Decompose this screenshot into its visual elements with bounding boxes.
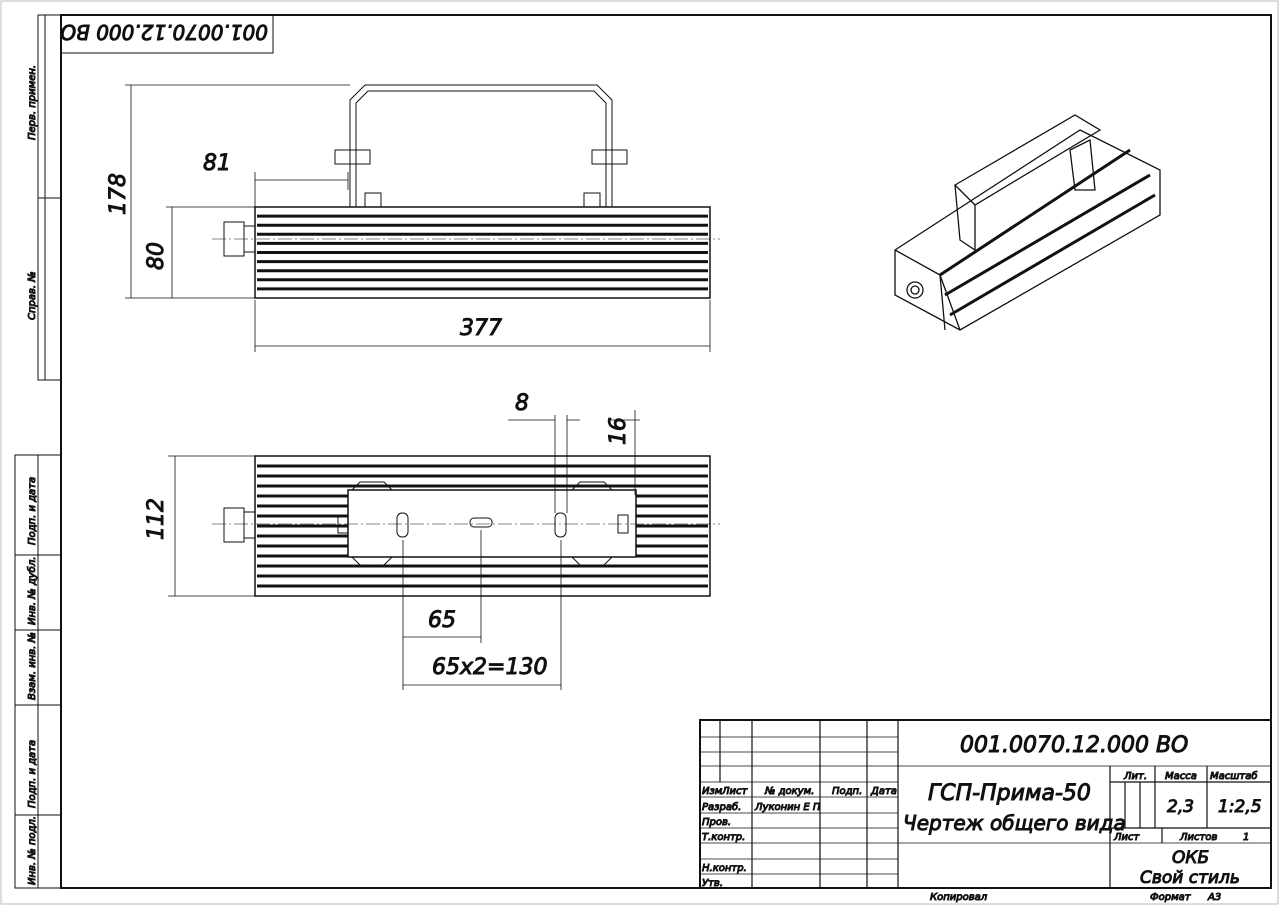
svg-text:Лист: Лист [1113,832,1141,843]
strip-label: Подп. и дата [27,477,38,545]
side-strip-lower: Подп. и дата Инв. № дубл. Взам. инв. № П… [14,454,62,889]
svg-text:8: 8 [515,391,529,416]
svg-text:Формат: Формат [1150,892,1192,903]
svg-text:Дата: Дата [870,786,897,797]
svg-text:65: 65 [428,608,456,633]
svg-text:Т.контр.: Т.контр. [702,832,745,843]
svg-text:Масса: Масса [1165,771,1197,782]
side-strip-upper: Перв. примен. Справ. № [27,14,62,381]
svg-text:№ докум.: № докум. [764,786,814,797]
svg-text:Утв.: Утв. [702,878,723,889]
svg-text:Копировал: Копировал [930,892,988,903]
svg-text:2,3: 2,3 [1167,797,1194,817]
strip-label: Перв. примен. [27,65,38,140]
doc-title: Чертеж общего вида [903,811,1126,835]
svg-text:Масштаб: Масштаб [1210,770,1258,782]
drawing-frame [60,14,1272,889]
isometric-view [894,114,1161,331]
bottom-view [212,455,720,597]
svg-text:Н.контр.: Н.контр. [702,863,747,874]
svg-text:377: 377 [460,316,502,341]
strip-label: Справ. № [27,271,38,320]
strip-label: Подп. и дата [27,740,38,808]
svg-text:А3: А3 [1207,892,1221,903]
title-block: 001.0070.12.000 ВО ГСП-Прима-50 Чертеж о… [699,719,1272,904]
svg-text:1:2,5: 1:2,5 [1218,797,1262,817]
svg-text:112: 112 [144,498,169,540]
svg-text:178: 178 [106,173,131,215]
svg-text:Изм: Изм [702,786,723,797]
doc-number: 001.0070.12.000 ВО [960,733,1188,758]
svg-text:80: 80 [144,242,169,270]
svg-text:1: 1 [1243,832,1249,843]
strip-label: Взам. инв. № [27,632,38,700]
front-view [212,84,720,299]
dimension-lines [125,84,711,690]
svg-text:Луконин Е П: Луконин Е П [754,802,821,813]
svg-text:Подп.: Подп. [832,786,862,797]
strip-label: Инв. № дубл. [26,557,38,625]
cable-gland [223,221,256,257]
svg-text:001.0070.12.000 ВО: 001.0070.12.000 ВО [60,20,268,44]
rotated-stamp: 001.0070.12.000 ВО [60,14,274,54]
svg-text:Пров.: Пров. [702,817,731,828]
product-name: ГСП-Прима-50 [928,781,1091,806]
cable-gland [223,507,256,543]
svg-text:Листов: Листов [1179,832,1217,843]
svg-text:Лист: Лист [721,786,749,797]
strip-label: Инв. № подл. [27,816,38,885]
svg-text:ОКБ: ОКБ [1172,848,1209,868]
svg-text:16: 16 [606,417,631,445]
svg-text:Лит.: Лит. [1123,771,1147,782]
dimension-labels: 178 80 377 81 8 16 112 65 65x2=130 [106,151,632,681]
svg-text:Свой стиль: Свой стиль [1140,868,1240,888]
svg-text:65x2=130: 65x2=130 [432,655,547,680]
svg-text:81: 81 [203,151,231,176]
svg-text:Разраб.: Разраб. [702,801,741,813]
